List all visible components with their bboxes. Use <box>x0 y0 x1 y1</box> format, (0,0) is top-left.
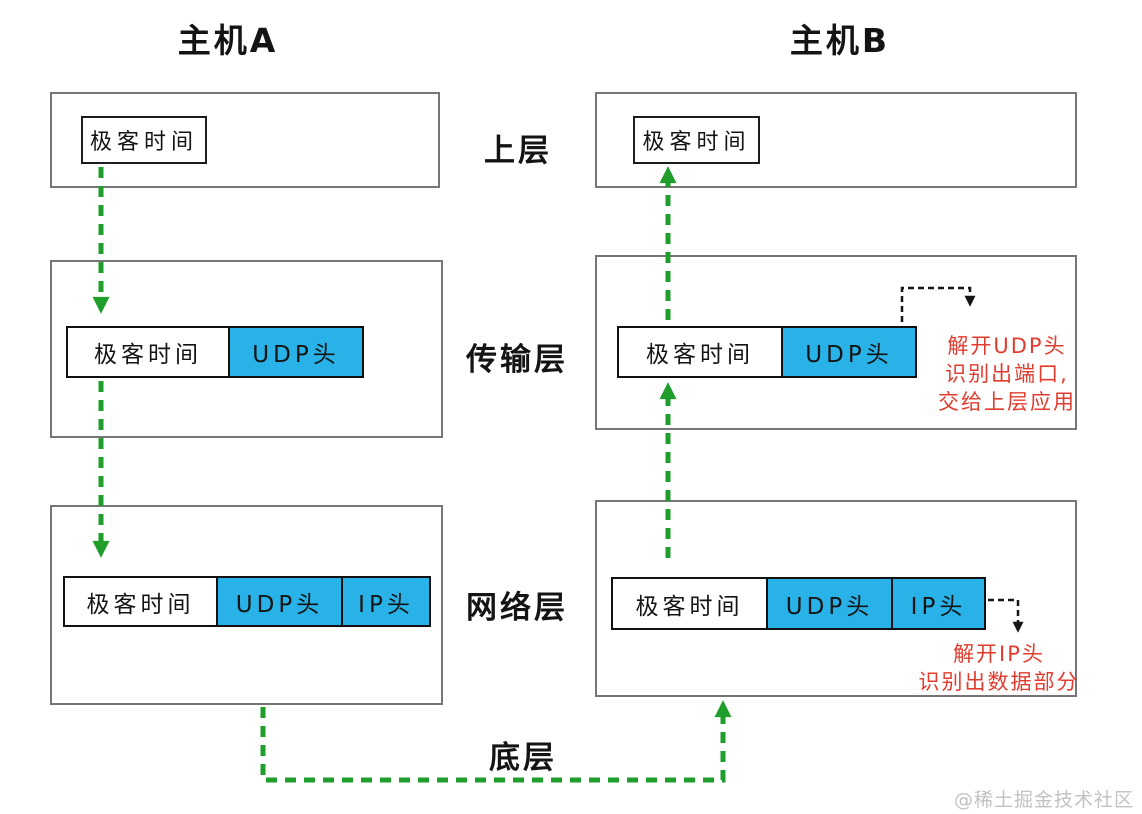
ip-header-segment: IP头 <box>891 577 986 630</box>
udp-header-segment: UDP头 <box>216 576 343 627</box>
ip-header-segment: IP头 <box>341 576 431 627</box>
payload-segment: 极客时间 <box>617 326 783 378</box>
udp-unpack-line1: 解开UDP头 <box>947 334 1067 358</box>
host-b-upper-payload-box: 极客时间 <box>633 116 760 164</box>
host-a-network-packet: 极客时间 UDP头 IP头 <box>63 576 431 627</box>
ip-header-label: IP头 <box>358 591 414 618</box>
udp-header-segment: UDP头 <box>766 577 893 630</box>
ip-header-label: IP头 <box>910 593 967 620</box>
ip-unpack-line1: 解开IP头 <box>953 642 1045 666</box>
ip-unpack-annotation: 解开IP头 识别出数据部分 <box>918 640 1080 696</box>
host-b-upper-layer-box: 极客时间 <box>595 92 1077 188</box>
udp-header-segment: UDP头 <box>228 326 364 378</box>
host-a-transport-packet: 极客时间 UDP头 <box>66 326 364 378</box>
payload-label: 极客时间 <box>635 593 744 620</box>
udp-unpack-line3: 交给上层应用 <box>938 390 1076 414</box>
udp-header-label: UDP头 <box>252 342 340 368</box>
payload-label: 极客时间 <box>89 130 198 155</box>
payload-label: 极客时间 <box>86 591 195 618</box>
host-b-title: 主机B <box>789 21 891 60</box>
layer-label-bottom: 底层 <box>489 740 557 776</box>
payload-label: 极客时间 <box>94 342 202 368</box>
payload-segment: 极客时间 <box>66 326 230 378</box>
host-b-network-packet: 极客时间 UDP头 IP头 <box>611 577 986 630</box>
udp-unpack-annotation: 解开UDP头 识别出端口, 交给上层应用 <box>936 332 1078 416</box>
ip-unpack-line2: 识别出数据部分 <box>918 670 1080 694</box>
watermark: @稀土掘金技术社区 <box>953 789 1134 811</box>
udp-header-label: UDP头 <box>235 591 324 618</box>
udp-header-label: UDP头 <box>805 342 893 368</box>
layer-label-upper: 上层 <box>484 133 552 169</box>
host-a-upper-payload-box: 极客时间 <box>81 116 207 164</box>
payload-segment: 极客时间 <box>611 577 768 630</box>
payload-segment: 极客时间 <box>63 576 218 627</box>
udp-header-segment: UDP头 <box>781 326 917 378</box>
udp-unpack-line2: 识别出端口, <box>945 362 1069 386</box>
host-a-title: 主机A <box>177 21 279 60</box>
layer-label-network: 网络层 <box>466 590 568 626</box>
host-b-transport-packet: 极客时间 UDP头 <box>617 326 917 378</box>
payload-label: 极客时间 <box>646 342 754 368</box>
layer-label-transport: 传输层 <box>466 342 568 378</box>
payload-label: 极客时间 <box>642 130 751 155</box>
udp-header-label: UDP头 <box>785 593 874 620</box>
host-a-upper-layer-box: 极客时间 <box>50 92 440 188</box>
